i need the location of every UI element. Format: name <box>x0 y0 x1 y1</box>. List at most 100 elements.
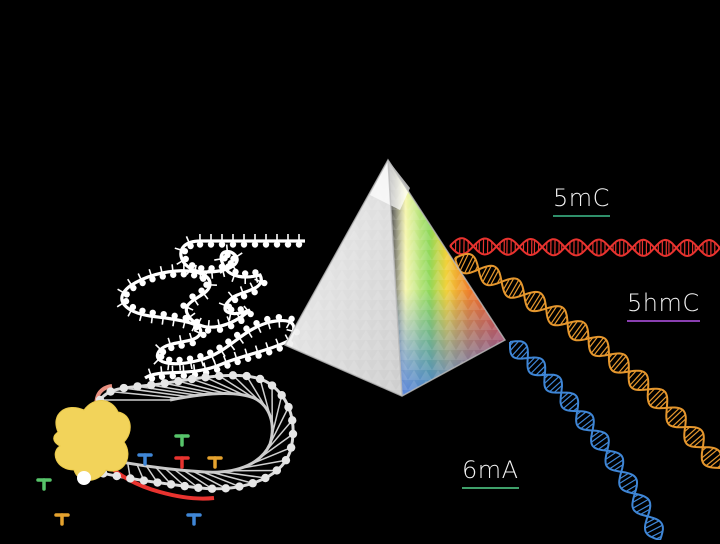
backbone-bead <box>113 472 121 480</box>
backbone-bead <box>274 241 280 247</box>
helix-rung <box>516 346 527 358</box>
helix-rung <box>546 377 559 389</box>
backbone-bead <box>277 345 283 351</box>
base-tick <box>162 318 163 325</box>
backbone-bead <box>200 332 206 338</box>
backbone-bead <box>217 327 223 333</box>
backbone-bead <box>261 474 269 482</box>
base-tick <box>204 294 208 300</box>
base-tick <box>151 316 152 323</box>
backbone-bead <box>166 357 172 363</box>
backbone-bead <box>266 349 272 355</box>
helix-rung <box>563 397 577 409</box>
backbone-bead <box>224 362 230 368</box>
backbone-bead <box>230 241 236 247</box>
backbone-bead <box>276 314 282 320</box>
backbone-bead <box>160 273 166 279</box>
backbone-bead <box>174 377 182 385</box>
input-dna-bases <box>117 234 302 382</box>
helix-rung <box>550 381 562 392</box>
backbone-bead <box>289 430 297 438</box>
base-tick <box>230 344 234 350</box>
backbone-bead <box>205 327 211 333</box>
backbone-bead <box>139 280 145 286</box>
helix-5hmc <box>455 254 720 468</box>
backbone-bead <box>277 391 285 399</box>
backbone-bead <box>170 272 176 278</box>
base-tick <box>194 299 198 305</box>
backbone-bead <box>176 357 182 363</box>
label-5hmc-underline <box>627 320 700 322</box>
helix-rung <box>528 358 539 369</box>
base-tick <box>156 345 161 350</box>
backbone-bead <box>161 311 167 317</box>
prism-icon <box>285 160 505 396</box>
backbone-bead <box>251 289 257 295</box>
backbone-bead <box>273 466 281 474</box>
base-tick <box>232 275 234 282</box>
backbone-bead <box>225 263 231 269</box>
base-tick <box>117 303 123 307</box>
backbone-bead <box>249 479 257 487</box>
backbone-bead <box>181 271 187 277</box>
backbone-bead <box>153 478 161 486</box>
backbone-bead <box>130 304 136 310</box>
backbone-bead <box>229 371 237 379</box>
backbone-bead <box>200 275 206 281</box>
label-5hmc-text: 5hmC <box>627 289 700 317</box>
backbone-bead <box>253 320 259 326</box>
nucleotide-icon <box>38 480 50 489</box>
backbone-bead <box>285 241 291 247</box>
backbone-bead <box>183 256 189 262</box>
backbone-bead <box>216 344 222 350</box>
backbone-bead <box>126 474 134 482</box>
base-tick <box>161 366 162 373</box>
base-tick <box>168 363 169 370</box>
input-dna-backbone <box>122 241 305 378</box>
backbone-bead <box>198 288 204 294</box>
base-tick <box>221 351 225 357</box>
backbone-bead <box>191 272 197 278</box>
backbone-bead <box>225 338 231 344</box>
nucleotide-icon <box>176 458 188 467</box>
backbone-bead <box>268 381 276 389</box>
backbone-bead <box>288 316 294 322</box>
backbone-bead <box>230 256 236 262</box>
backbone-bead <box>149 276 155 282</box>
backbone-bead <box>255 352 261 358</box>
backbone-bead <box>106 387 114 395</box>
backbone-bead <box>238 318 244 324</box>
nucleotide-icon <box>56 515 68 524</box>
nucleotide-icon <box>188 515 200 524</box>
backbone-bead <box>284 403 292 411</box>
base-tick <box>239 338 243 344</box>
nucleotide-icon <box>176 436 188 445</box>
backbone-bead <box>140 476 148 484</box>
base-tick <box>248 332 252 338</box>
label-6ma-text: 6mA <box>462 456 519 484</box>
backbone-bead <box>245 356 251 362</box>
backbone-bead <box>170 373 176 379</box>
label-5mc: 5mC <box>553 186 610 217</box>
backbone-bead <box>187 355 193 361</box>
backbone-bead <box>182 248 188 254</box>
backbone-bead <box>208 485 216 493</box>
backbone-bead <box>158 353 164 359</box>
label-5mc-text: 5mC <box>553 184 610 212</box>
backbone-bead <box>221 255 227 261</box>
backbone-bead <box>188 375 196 383</box>
label-6ma-underline <box>462 487 519 489</box>
backbone-bead <box>168 345 174 351</box>
helix-rung <box>684 426 685 427</box>
backbone-bead <box>234 359 240 365</box>
backbone-bead <box>282 456 290 464</box>
input-dna-strand <box>117 234 305 382</box>
helix-rung <box>645 521 659 528</box>
base-tick <box>228 292 232 297</box>
backbone-bead <box>189 262 195 268</box>
nucleotide-icon <box>139 455 151 464</box>
backbone-bead <box>159 374 165 380</box>
backbone-bead <box>123 298 129 304</box>
backbone-bead <box>242 372 250 380</box>
